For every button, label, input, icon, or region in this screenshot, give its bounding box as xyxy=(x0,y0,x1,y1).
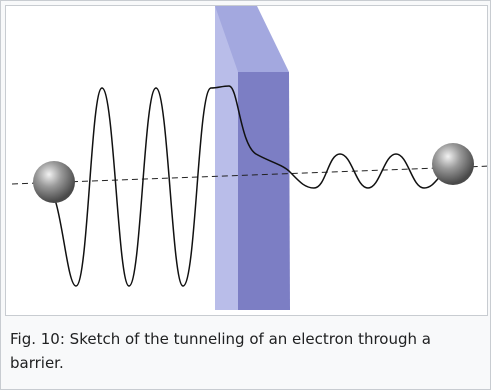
barrier-top-face xyxy=(215,6,289,72)
electron-sphere-left xyxy=(33,161,75,203)
barrier xyxy=(215,6,290,310)
electron-sphere-right xyxy=(432,143,474,185)
barrier-side-face xyxy=(215,6,238,310)
barrier-front-face xyxy=(238,72,290,310)
wave-function xyxy=(45,85,451,287)
figure-caption: Fig. 10: Sketch of the tunneling of an e… xyxy=(10,330,431,372)
tunneling-diagram xyxy=(11,6,487,310)
figure-image[interactable] xyxy=(5,5,488,316)
